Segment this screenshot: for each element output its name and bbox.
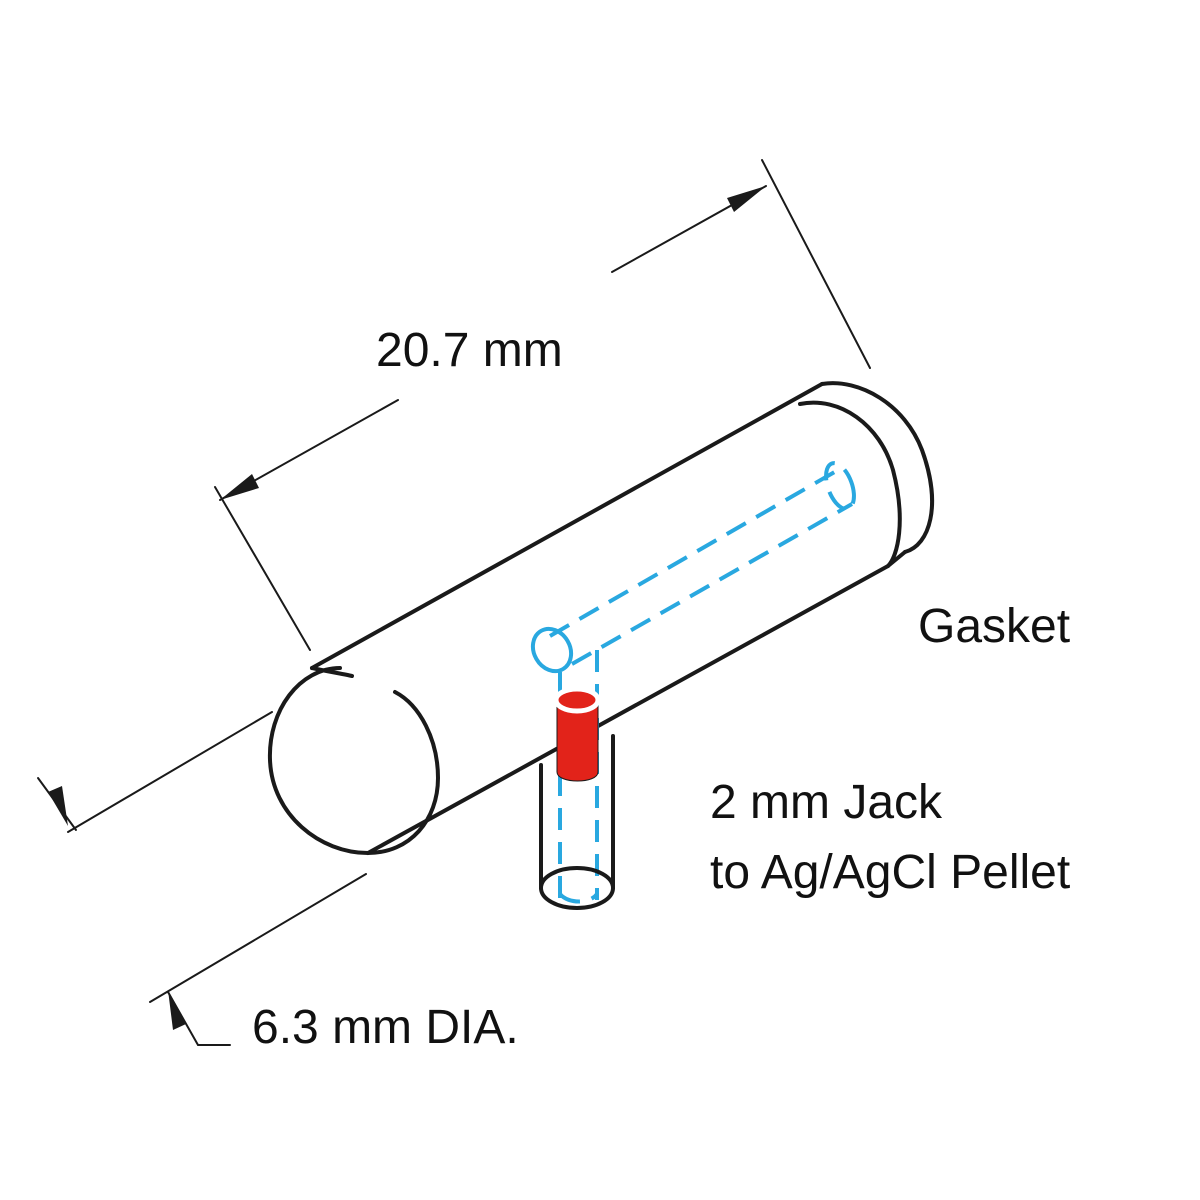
length-label: 20.7 mm — [376, 324, 563, 377]
jack-plug-top — [553, 686, 601, 714]
cylinder-body — [267, 382, 890, 855]
gasket — [798, 381, 935, 568]
arrow-head-left — [220, 474, 259, 500]
diameter-dimension — [37, 711, 367, 1046]
arrow-head-upper — [48, 786, 68, 826]
gasket-label: Gasket — [918, 600, 1070, 653]
jack-label-line1: 2 mm Jack — [710, 776, 943, 829]
jack-plug-body — [556, 699, 599, 782]
front-end-cap — [267, 666, 440, 855]
internal-channel — [530, 461, 856, 904]
jack-plug — [553, 686, 601, 782]
diameter-label: 6.3 mm DIA. — [252, 1001, 519, 1054]
length-dimension — [214, 159, 871, 651]
jack-post — [539, 734, 615, 910]
arrow-head-right — [727, 186, 766, 212]
channel-elbow — [530, 626, 574, 674]
jack-label-line2: to Ag/AgCl Pellet — [710, 846, 1070, 899]
arrow-head-lower — [168, 990, 186, 1030]
